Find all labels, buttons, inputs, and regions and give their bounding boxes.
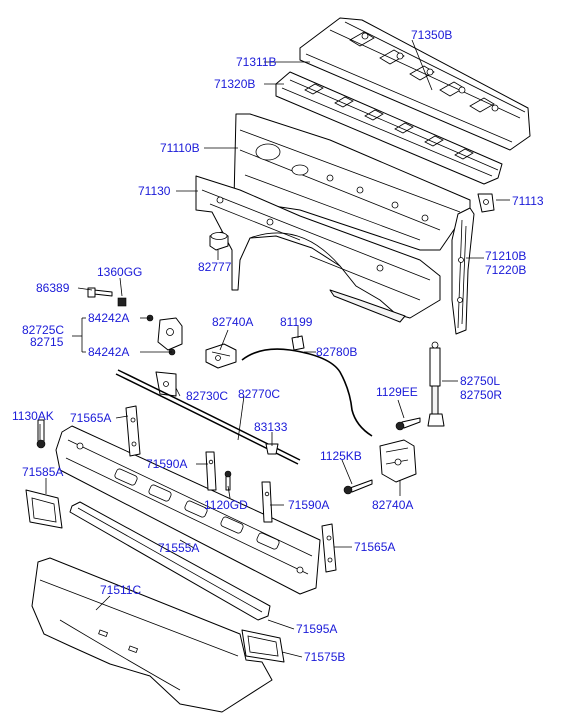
label-71311B: 71311B [236,55,276,69]
label-84242A-lower: 84242A [88,345,129,359]
leader-lines [39,39,510,658]
bracket-71590A-right [261,481,273,523]
label-71565A-left: 71565A [70,411,111,425]
bolt-1130AK [36,419,46,449]
bracket-71565A-left [125,405,141,457]
label-82740A-lower: 82740A [372,498,413,512]
label-82730C: 82730C [186,389,228,403]
bracket-82730C [155,371,177,397]
bracket-71590A-left [205,451,217,491]
label-71590A-right: 71590A [288,498,329,512]
roof-rail-panel [299,17,531,151]
label-1130AK: 1130AK [12,409,54,423]
label-71511C: 71511C [100,583,141,597]
hinge-82740A-upper [205,343,237,369]
hinge-82740A-lower [379,439,417,483]
plug-82777 [209,231,229,251]
end-cap-71585A [25,489,63,529]
label-71595A: 71595A [296,622,337,636]
label-86389: 86389 [36,281,70,295]
bracket-71113 [477,193,495,213]
label-81199: 81199 [280,315,313,329]
label-71555A: 71555A [158,541,199,555]
label-71350B: 71350B [411,28,452,42]
label-82750L: 82750L [460,374,500,388]
label-82740A-upper: 82740A [212,315,253,329]
cable-82780B [241,348,373,437]
label-71590A-left: 71590A [146,457,187,471]
label-82770C: 82770C [238,387,280,401]
label-71210B: 71210B [485,249,526,263]
label-83133: 83133 [254,420,288,434]
label-82750R: 82750R [460,388,502,402]
tailgate-outer-skin [31,557,273,713]
label-84242A-upper: 84242A [88,311,129,325]
bolt-1129EE [395,417,421,431]
label-71585A: 71585A [22,465,63,479]
roof-bow-panel [275,71,503,185]
reinforcement-71595A [69,501,271,621]
label-71220B: 71220B [485,263,526,277]
label-71320B: 71320B [214,77,255,91]
label-71565A-right: 71565A [354,540,395,554]
label-71130: 71130 [138,184,171,198]
label-1125KB: 1125KB [320,449,362,463]
label-82715: 82715 [30,335,64,349]
rear-pillar [451,207,475,335]
end-cap-71575B [241,629,285,663]
screw-1120GD [224,470,232,491]
label-82780B: 82780B [316,345,357,359]
label-71575B: 71575B [304,650,345,664]
bolt-86389 [87,287,113,298]
bolt-1125KB [343,479,373,495]
clip-83133 [265,443,279,455]
label-1120GD: 1120GD [204,498,248,512]
label-82777: 82777 [198,260,232,274]
label-1129EE: 1129EE [376,385,418,399]
label-71110B: 71110B [160,141,200,155]
nut-1360GG [117,297,127,307]
clip-81199 [291,335,305,351]
label-82725C: 82725C [22,323,64,337]
lower-back-panel [195,175,441,323]
bracket-82725C [157,317,183,351]
label-1360GG: 1360GG [97,265,142,279]
bracket-71565A-right [321,523,337,573]
tailgate-inner-panel [55,425,321,595]
gas-spring-82750 [427,341,445,427]
part-labels: 71350B 71311B 71320B 71110B 71130 71113 … [12,28,544,664]
label-71113: 71113 [512,194,544,208]
